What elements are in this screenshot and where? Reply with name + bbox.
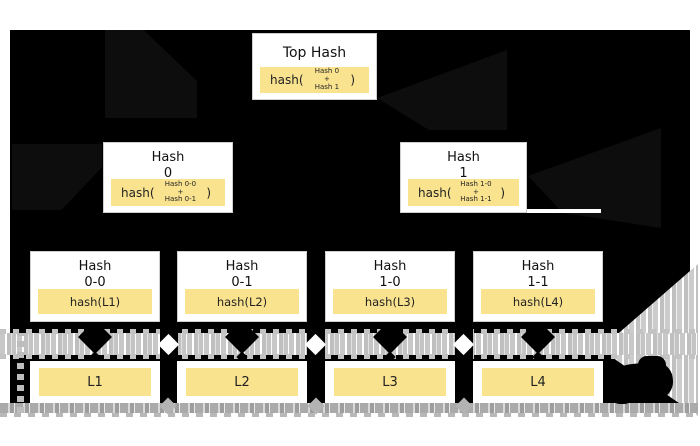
hash-arg-2: Hash 0-1 bbox=[164, 195, 197, 204]
node-title: Hash 0-0 bbox=[31, 252, 159, 292]
hash-label: hash(L1) bbox=[38, 289, 152, 314]
hash-arg-2: Hash 1-1 bbox=[460, 195, 492, 204]
node-title: Top Hash bbox=[282, 45, 347, 61]
data-block-L2: L2 bbox=[177, 361, 307, 403]
title-line-1: Hash bbox=[521, 259, 555, 274]
data-block-L1: L1 bbox=[30, 361, 160, 403]
data-block-L3: L3 bbox=[325, 361, 455, 403]
hash-args: Hash 1-0 + Hash 1-1 bbox=[452, 179, 501, 204]
title-line-1: Hash bbox=[373, 259, 407, 274]
node-hash-1-0: Hash 1-0 hash(L3) bbox=[325, 251, 455, 322]
hash-text: hash(L1) bbox=[69, 294, 121, 309]
data-block-label: L4 bbox=[482, 368, 594, 396]
hash-fn-close: ) bbox=[206, 185, 211, 200]
node-title: Hash 1 bbox=[401, 143, 526, 183]
node-title: Hash 0 bbox=[104, 143, 232, 183]
data-block-label: L1 bbox=[39, 368, 151, 396]
hash-text: hash(L2) bbox=[216, 294, 268, 309]
node-hash-0: Hash 0 hash( Hash 0-0 + Hash 0-1 ) bbox=[103, 142, 233, 213]
hash-fn-close: ) bbox=[500, 185, 505, 200]
hash-arg-1: Hash 0-0 bbox=[164, 179, 197, 188]
title-line-2: 0-1 bbox=[231, 275, 253, 291]
node-hash-1-1: Hash 1-1 hash(L4) bbox=[473, 251, 603, 322]
node-top-hash: Top Hash hash( Hash 0 + Hash 1 ) bbox=[252, 33, 377, 100]
hash-args: Hash 0 + Hash 1 bbox=[304, 68, 351, 91]
title-line-1: Hash bbox=[78, 259, 112, 274]
node-hash-0-1: Hash 0-1 hash(L2) bbox=[177, 251, 307, 322]
black-blob bbox=[611, 386, 633, 404]
hash-label: hash(L2) bbox=[185, 289, 299, 314]
stripe-band-lower bbox=[0, 403, 698, 417]
title-line-2: 1-0 bbox=[379, 275, 401, 291]
data-block-label: L3 bbox=[334, 368, 446, 396]
node-hash-1: Hash 1 hash( Hash 1-0 + Hash 1-1 ) bbox=[400, 142, 527, 213]
hash-args: Hash 0-0 + Hash 0-1 bbox=[155, 179, 207, 204]
title-line-1: Hash bbox=[225, 259, 259, 274]
black-blob bbox=[638, 356, 666, 374]
hash-text: hash(L4) bbox=[512, 294, 564, 309]
hash-label: hash(L4) bbox=[481, 289, 595, 314]
hash-arg-1: Hash 0 bbox=[314, 67, 340, 76]
hash-fn-open: hash( bbox=[121, 185, 155, 200]
hash-plus: + bbox=[323, 75, 330, 84]
hash-plus: + bbox=[472, 187, 479, 196]
data-block-L4: L4 bbox=[473, 361, 603, 403]
data-block-label: L2 bbox=[186, 368, 298, 396]
node-title: Hash 1-1 bbox=[474, 252, 602, 292]
hash-plus: + bbox=[177, 187, 184, 196]
title-line-2: 1 bbox=[459, 166, 468, 182]
hash-arg-2: Hash 1 bbox=[314, 82, 340, 91]
node-title: Hash 1-0 bbox=[326, 252, 454, 292]
hash-fn-close: ) bbox=[350, 73, 355, 87]
node-hash-0-0: Hash 0-0 hash(L1) bbox=[30, 251, 160, 322]
title-line-2: 0 bbox=[163, 166, 173, 182]
title-line-1: Hash bbox=[151, 150, 185, 165]
node-title: Hash 0-1 bbox=[178, 252, 306, 292]
hash-label: hash( Hash 0 + Hash 1 ) bbox=[260, 67, 369, 93]
hash-fn-open: hash( bbox=[270, 73, 304, 87]
white-line-artifact bbox=[527, 209, 601, 213]
hash-text: hash(L3) bbox=[364, 294, 416, 309]
hash-arg-1: Hash 1-0 bbox=[460, 179, 492, 188]
hash-label: hash( Hash 0-0 + Hash 0-1 ) bbox=[111, 179, 225, 206]
title-line-2: 0-0 bbox=[84, 275, 106, 291]
hash-fn-open: hash( bbox=[418, 185, 452, 200]
stripe-column-left bbox=[17, 333, 24, 413]
hash-label: hash(L3) bbox=[333, 289, 447, 314]
hash-label: hash( Hash 1-0 + Hash 1-1 ) bbox=[408, 179, 519, 206]
title-line-2: 1-1 bbox=[527, 275, 549, 291]
title-line-1: Hash bbox=[447, 150, 480, 165]
